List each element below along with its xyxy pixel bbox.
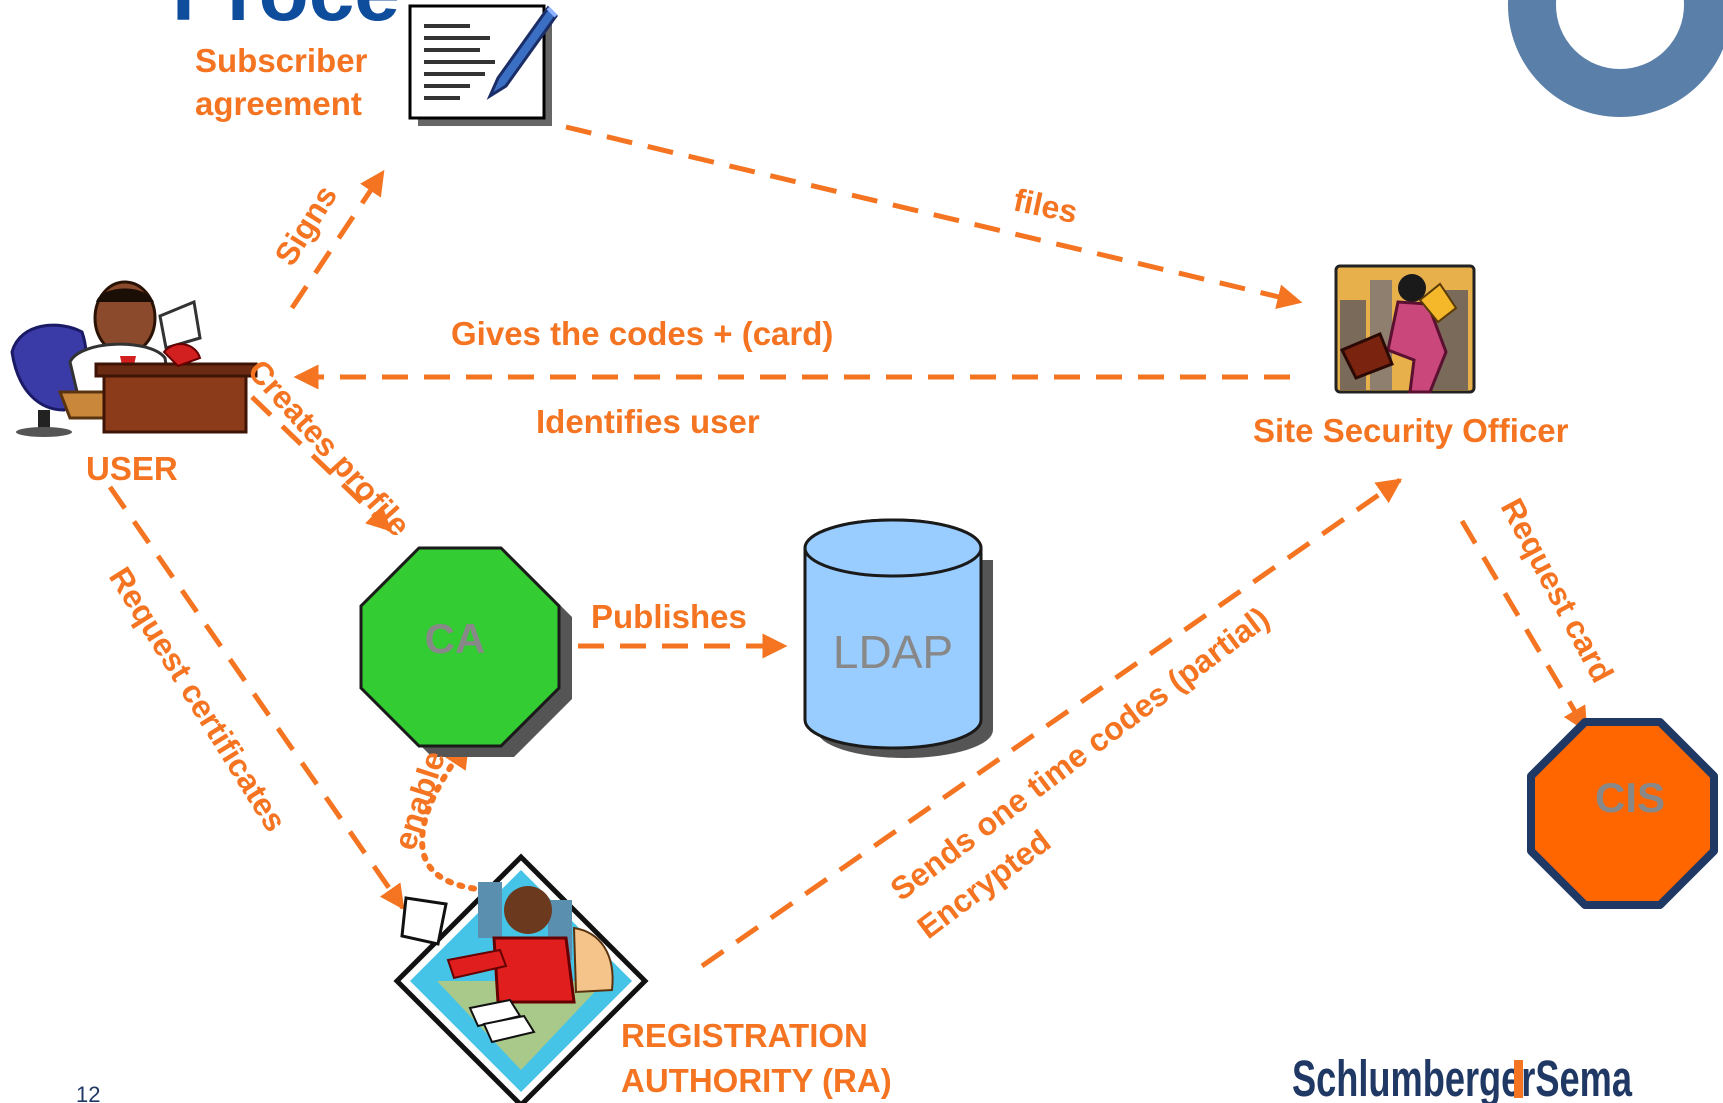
ldap-node: LDAP bbox=[803, 518, 993, 758]
edge-creates-profile bbox=[250, 395, 392, 532]
connectors bbox=[107, 124, 1589, 969]
edge-label-enable: enable bbox=[386, 747, 452, 855]
cis-node: CIS bbox=[1527, 718, 1718, 909]
svg-text:SchlumbergerSema: SchlumbergerSema bbox=[1292, 1051, 1632, 1103]
slide-title: Proce bbox=[172, 0, 400, 38]
ca-label: CA bbox=[425, 615, 486, 662]
edge-label-gives-codes: Gives the codes + (card) bbox=[451, 315, 833, 352]
edge-label-files: files bbox=[1011, 182, 1081, 231]
cis-label: CIS bbox=[1595, 774, 1665, 821]
ca-node: CA bbox=[359, 546, 572, 757]
schlumbergersema-logo: SchlumbergerSema bbox=[1292, 1051, 1632, 1103]
user-node: USER bbox=[10, 280, 258, 487]
edge-label-publishes: Publishes bbox=[591, 598, 747, 635]
site-security-officer-node: Site Security Officer bbox=[1253, 264, 1569, 449]
document-pen-icon bbox=[408, 4, 558, 126]
subscriber-agreement-label-line2: agreement bbox=[195, 85, 362, 122]
user-label: USER bbox=[86, 450, 178, 487]
edge-label-request-card: Request card bbox=[1494, 492, 1621, 688]
security-officer-running-icon bbox=[1334, 264, 1476, 394]
edge-label-creates-profile: Creates profile bbox=[241, 353, 418, 544]
edge-request-certificates bbox=[107, 485, 406, 911]
page-number: 12 bbox=[76, 1082, 100, 1103]
registration-authority-label-line1: REGISTRATION bbox=[621, 1017, 868, 1054]
ra-clerk-icon bbox=[393, 853, 649, 1103]
user-at-desk-icon bbox=[10, 280, 258, 437]
edge-signs bbox=[289, 169, 386, 310]
subscriber-agreement-node: Subscriber agreement bbox=[195, 4, 558, 126]
site-security-officer-label: Site Security Officer bbox=[1253, 412, 1569, 449]
edge-files bbox=[565, 124, 1303, 309]
registration-authority-node: REGISTRATION AUTHORITY (RA) bbox=[393, 853, 892, 1103]
edge-enable bbox=[419, 737, 489, 893]
ldap-cylinder-top bbox=[803, 518, 983, 578]
registration-authority-label-line2: AUTHORITY (RA) bbox=[621, 1062, 892, 1099]
subscriber-agreement-label-line1: Subscriber bbox=[195, 42, 368, 79]
edge-label-identifies-user: Identifies user bbox=[536, 403, 760, 440]
edge-label-signs: Signs bbox=[267, 179, 344, 272]
ca-octagon bbox=[359, 546, 561, 748]
cis-octagon bbox=[1527, 718, 1718, 909]
edge-label-request-certificates: Request certificates bbox=[102, 561, 294, 838]
edge-sends-codes bbox=[700, 477, 1403, 969]
ldap-label: LDAP bbox=[833, 626, 953, 678]
decorative-ring bbox=[1508, 0, 1723, 117]
